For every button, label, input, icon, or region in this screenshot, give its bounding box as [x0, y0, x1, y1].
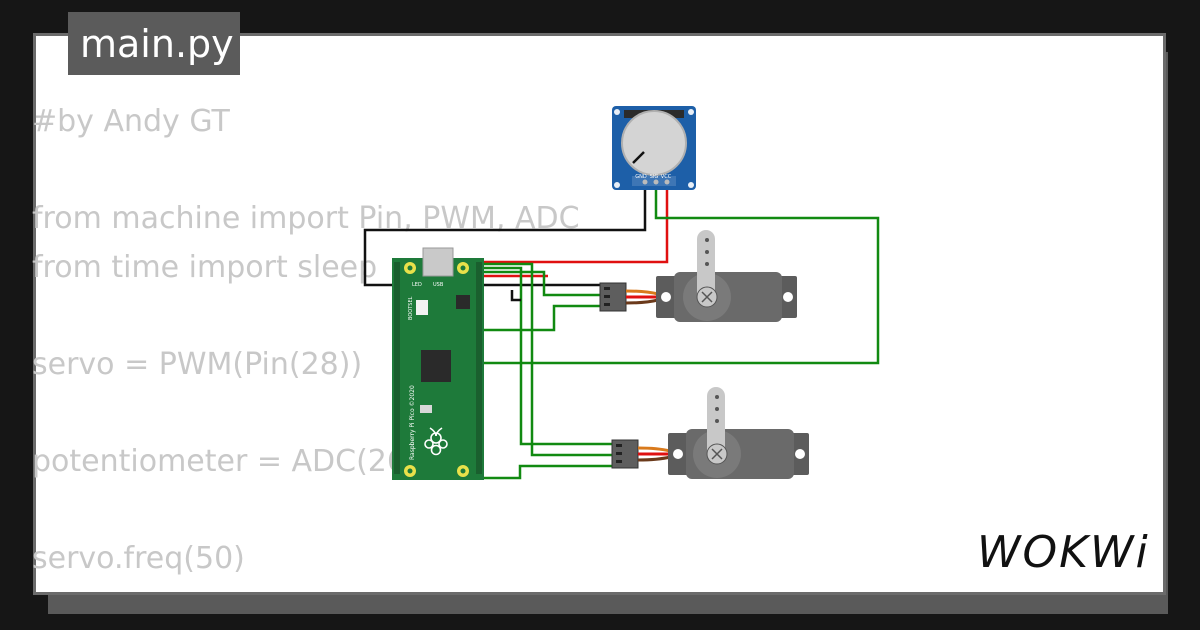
- raspberry-logo-icon: [424, 427, 448, 456]
- potentiometer-knob-indicator: [632, 151, 645, 164]
- pin-header-right: [476, 262, 482, 474]
- preview-card: [33, 33, 1166, 595]
- wire-green-servo2-b[interactable]: [478, 262, 612, 457]
- potentiometer[interactable]: GND SIG VCC: [612, 106, 696, 190]
- code-line: #by Andy GT: [32, 104, 230, 139]
- file-tab-label: main.py: [80, 21, 234, 66]
- wire-black-pot-gnd[interactable]: [363, 182, 647, 287]
- pot-pin-label-gnd: GND: [635, 174, 647, 180]
- silk-usb-label: USB: [433, 282, 444, 288]
- servo-2-connector: [611, 439, 639, 469]
- wires: [363, 182, 880, 480]
- pin-header-left: [394, 262, 400, 474]
- pot-pin-label-sig: SIG: [650, 174, 659, 180]
- file-tab[interactable]: main.py: [68, 12, 240, 75]
- flash-chip: [456, 295, 470, 309]
- code-line: from machine import Pin, PWM, ADC: [32, 201, 580, 236]
- silk-bootsel-label: BOOTSEL: [408, 296, 414, 320]
- wire-green-servo2-c[interactable]: [470, 464, 612, 480]
- wire-green-pot-sig[interactable]: [470, 182, 880, 365]
- wire-black-servo2[interactable]: [510, 290, 521, 302]
- usb-connector: [422, 247, 454, 277]
- servo-1[interactable]: [599, 230, 797, 322]
- wire-green-servo1-b[interactable]: [470, 304, 600, 332]
- wire-green-servo1-sig[interactable]: [470, 270, 600, 297]
- rp2040-chip: [421, 350, 451, 382]
- wire-green-servo2-a[interactable]: [478, 266, 612, 446]
- potentiometer-knob[interactable]: [621, 110, 687, 176]
- wire-red-pot-vcc[interactable]: [470, 182, 669, 264]
- silk-board-name: Raspberry Pi Pico ©2020: [409, 385, 416, 460]
- pot-pin-label-vcc: VCC: [661, 174, 672, 180]
- silk-led-label: LED: [412, 282, 422, 288]
- servo-2-horn[interactable]: [707, 387, 725, 459]
- servo-1-horn[interactable]: [697, 230, 715, 302]
- code-line: servo = PWM(Pin(28)): [32, 346, 363, 382]
- servo-2[interactable]: [611, 387, 809, 479]
- bootsel-button[interactable]: [416, 300, 428, 315]
- code-line: servo.freq(50): [32, 540, 245, 576]
- wokwi-logo: WOKWi: [977, 527, 1150, 578]
- servo-1-connector: [599, 282, 627, 312]
- pico-board[interactable]: LED USB BOOTSEL Raspberry Pi Pico ©2020: [392, 247, 484, 480]
